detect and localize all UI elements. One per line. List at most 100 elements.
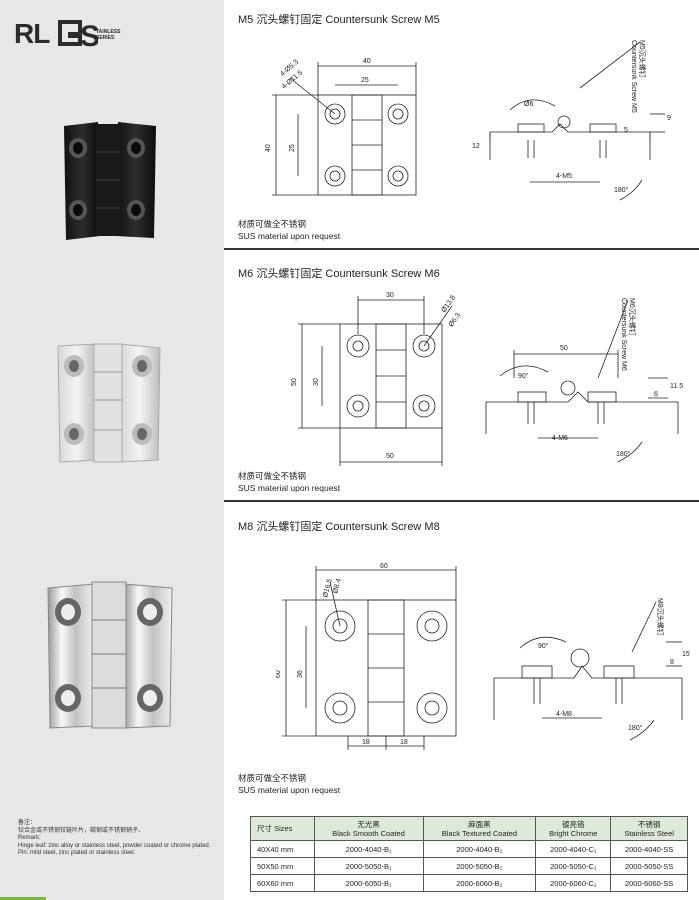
m5-front-drawing: 40 25 40 25 4-Ø5.3 4-Ø11.5 — [265, 58, 417, 196]
dim-thread: 4-M8 — [556, 711, 572, 718]
dim-height-pitch: 25 — [289, 144, 296, 152]
material-note: 材质可做全不锈钢 SUS material upon request — [238, 218, 340, 242]
section-m6: M6 沉头螺钉固定 Countersunk Screw M6 材质可做全不锈钢 … — [224, 250, 699, 500]
dim-t1: 9 — [667, 115, 671, 122]
dim-hole-2: Ø6.3 — [448, 312, 462, 329]
dim-t2: 5 — [624, 127, 628, 134]
material-en: SUS material upon request — [238, 483, 341, 493]
table-cell: 60X60 mm — [250, 874, 315, 892]
dim-thread: 4-M5 — [556, 173, 572, 180]
table-row: 60X60 mm 2000-6050-B₁ 2000-6060-B₂ 2000-… — [250, 874, 688, 892]
material-en: SUS material upon request — [238, 785, 341, 795]
dim-width-pitch: 30 — [386, 292, 394, 299]
chrome-hinge-photo — [47, 581, 173, 729]
dim-angle: 90° — [538, 642, 549, 650]
header-sizes: 尺寸 Sizes — [250, 816, 315, 841]
notes-label-cn: 备注： — [18, 820, 37, 826]
brand-logo: RL S TAINLESS SERIES — [14, 14, 134, 58]
dim-hole-1: Ø16.5 — [322, 578, 334, 598]
table-cell: 2000-4040-B₂ — [422, 840, 537, 858]
table-cell: 2000-5050-B₁ — [313, 857, 424, 875]
section-divider — [224, 500, 699, 502]
table-cell: 40X40 mm — [250, 840, 315, 858]
black-hinge-photo — [64, 122, 156, 240]
section-divider — [224, 248, 699, 250]
table-cell: 2000-4040-SS — [610, 840, 688, 858]
dim-side-height: 12 — [472, 143, 480, 150]
m8-front-drawing: 60 60 36 18 18 Ø16.5 Ø8.4 — [276, 563, 457, 750]
dim-t2: 8 — [670, 659, 674, 666]
material-en: SUS material upon request — [238, 231, 341, 241]
dim-half-1: 18 — [362, 739, 370, 746]
m6-front-drawing: 30 50 50 30 Ø13.8 Ø6.3 — [291, 292, 462, 466]
footer-accent — [0, 897, 46, 900]
table-cell: 2000-5050-SS — [610, 857, 688, 875]
dim-width-total: 60 — [380, 563, 388, 570]
section-title: M6 沉头螺钉固定 Countersunk Screw M6 — [238, 268, 440, 280]
table-cell: 2000-4040-C₁ — [535, 840, 612, 858]
table-cell: 50X50 mm — [250, 857, 315, 875]
notes-line-en-1: Hinge leaf: zinc alloy or stainless stee… — [18, 842, 211, 849]
notes-label-en: Remark: — [18, 835, 41, 842]
table-cell: 2000-6060-B₂ — [422, 874, 537, 892]
dim-height-total: 50 — [291, 378, 298, 386]
screw-label: M8沉头螺钉 — [656, 598, 665, 636]
section-title: M8 沉头螺钉固定 Countersunk Screw M8 — [238, 521, 440, 533]
table-cell: 2000-4040-B₁ — [313, 840, 424, 858]
dim-angle: 90° — [518, 372, 529, 380]
dim-span: 50 — [560, 345, 568, 352]
m5-side-drawing: Ø6 4-M5 180° 9 5 12 M5沉头螺钉Countersunk Sc… — [472, 40, 671, 201]
table-cell: 2000-5050-C₁ — [535, 857, 612, 875]
table-row: 50X50 mm 2000-5050-B₁ 2000-5050-B₂ 2000-… — [250, 857, 688, 875]
dim-t1: 11.5 — [670, 383, 683, 390]
dim-hole-2: Ø8.4 — [332, 578, 343, 595]
m8-side-drawing: 90° 4-M8 180° 15 8 M8沉头螺钉 — [493, 598, 690, 741]
brand-subtitle-2: SERIES — [96, 35, 115, 41]
material-cn: 材质可做全不锈钢 — [238, 471, 307, 481]
dim-t1: 15 — [682, 651, 690, 658]
table-row: 40X40 mm 2000-4040-B₁ 2000-4040-B₂ 2000-… — [250, 840, 688, 858]
material-note: 材质可做全不锈钢 SUS material upon request — [238, 772, 340, 796]
section-title: M5 沉头螺钉固定 Countersunk Screw M5 — [238, 14, 440, 26]
material-cn: 材质可做全不锈钢 — [238, 219, 307, 229]
dim-rotation: 180° — [614, 186, 629, 194]
dim-width-total: 50 — [386, 453, 394, 460]
dim-thread: 4-M6 — [552, 435, 568, 442]
table-cell: 2000-6060-SS — [610, 874, 688, 892]
dim-rotation: 180° — [628, 724, 643, 732]
svg-text:S: S — [80, 20, 98, 53]
screw-label: M6沉头螺钉Countersunk Screw M6 — [620, 298, 637, 371]
stainless-hinge-photo — [57, 343, 161, 463]
section-m8: M8 沉头螺钉固定 Countersunk Screw M8 材质可做全不锈钢 … — [224, 502, 699, 812]
dim-half-2: 18 — [400, 739, 408, 746]
dim-width-pitch: 25 — [361, 77, 369, 84]
dim-height-total: 40 — [265, 144, 272, 152]
dim-angle: Ø6 — [524, 101, 533, 108]
brand-subtitle: TAINLESS SERIES — [96, 29, 120, 41]
section-m5: M5 沉头螺钉固定 Countersunk Screw M5 材质可做全不锈钢 … — [224, 0, 699, 248]
table-cell: 2000-5050-B₂ — [422, 857, 537, 875]
dim-height-pitch: 36 — [297, 670, 304, 678]
notes-line-cn: 铰合金或不锈钢铰链叶片，碳钢或不锈钢销子． — [18, 827, 145, 834]
screw-label: M5沉头螺钉Countersunk Screw M5 — [630, 40, 647, 113]
dim-rotation: 180° — [616, 450, 631, 458]
brand-subtitle-1: TAINLESS — [96, 29, 121, 35]
dim-height-total: 60 — [276, 670, 282, 678]
dim-t2: 6 — [654, 391, 658, 398]
table-cell: 2000-6050-B₁ — [313, 874, 424, 892]
m6-side-drawing: 50 90° 4-M6 180° 11.5 6 M6沉头螺钉Countersun… — [485, 298, 683, 463]
dim-height-pitch: 30 — [313, 378, 320, 386]
material-note: 材质可做全不锈钢 SUS material upon request — [238, 470, 340, 494]
remark-notes: 备注： 铰合金或不锈钢铰链叶片，碳钢或不锈钢销子． Remark: Hinge … — [18, 820, 218, 858]
dim-width-total: 40 — [363, 58, 371, 65]
logo-mark-icon: S — [58, 20, 98, 53]
brand-rl: RL — [14, 18, 50, 49]
table-cell: 2000-6060-C₁ — [535, 874, 612, 892]
material-cn: 材质可做全不锈钢 — [238, 773, 307, 783]
